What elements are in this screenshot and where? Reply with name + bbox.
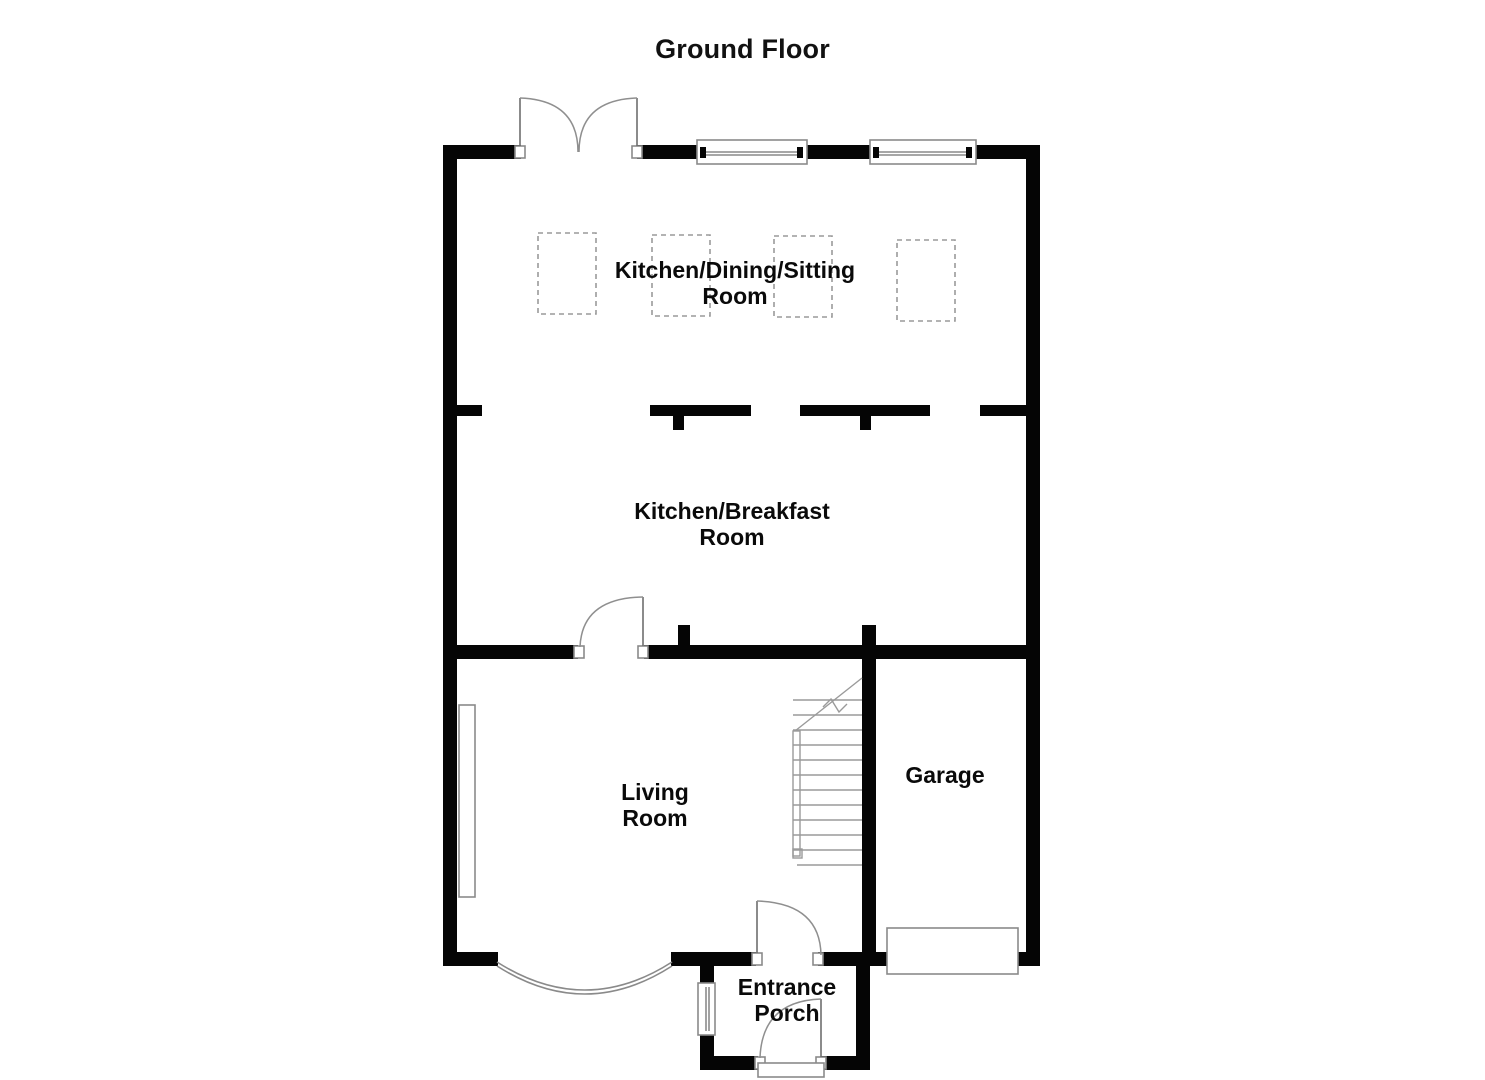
rooflight-4: [896, 239, 956, 322]
wall-garage-west: [862, 625, 876, 966]
rooflights: [537, 232, 956, 322]
partition-stub-east: [980, 405, 1026, 416]
door-porch-entrance[interactable]: [754, 998, 827, 1078]
wall-porch-south-left: [700, 1056, 758, 1070]
window-top-left: [696, 139, 808, 165]
staircase: [792, 677, 863, 866]
garage-door[interactable]: [886, 927, 1019, 975]
window-top-right: [869, 139, 977, 165]
window-porch-west: [697, 982, 716, 1036]
rooflight-1: [537, 232, 597, 315]
wall-living-room-north-right: [644, 645, 1040, 659]
window-living-room-west: [458, 704, 476, 898]
wall-exterior-north-right: [972, 145, 1040, 159]
wall-exterior-north-mid1: [637, 145, 699, 159]
wall-porch-east: [856, 952, 870, 1070]
wall-exterior-east: [1026, 145, 1040, 966]
partition-pier-1: [673, 405, 684, 430]
wall-exterior-west: [443, 145, 457, 966]
rooflight-3: [773, 235, 833, 318]
door-kitchen-breakfast-to-living[interactable]: [573, 596, 649, 659]
wall-pier-living-north: [678, 625, 690, 647]
windows: [458, 139, 977, 1036]
partition-stub-west: [456, 405, 482, 416]
bow-window-living-room: [496, 961, 673, 995]
rooflight-2: [651, 234, 711, 317]
partition-segment-1: [650, 405, 751, 416]
wall-exterior-south-left: [443, 952, 498, 966]
exterior-walls: [443, 145, 1040, 966]
partition-pier-2: [860, 405, 871, 430]
wall-exterior-north-left: [443, 145, 521, 159]
french-doors-kitchen-dining[interactable]: [514, 97, 643, 159]
partition-wall-mid: [456, 625, 1040, 966]
door-living-to-porch[interactable]: [751, 900, 824, 966]
doors: [514, 97, 827, 1078]
partition-wall-north: [456, 405, 1026, 430]
wall-exterior-north-mid2: [804, 145, 872, 159]
wall-porch-south-right: [821, 1056, 870, 1070]
porch-walls: [700, 952, 870, 1070]
wall-living-room-north-left: [456, 645, 578, 659]
page-title: Ground Floor: [655, 34, 830, 64]
